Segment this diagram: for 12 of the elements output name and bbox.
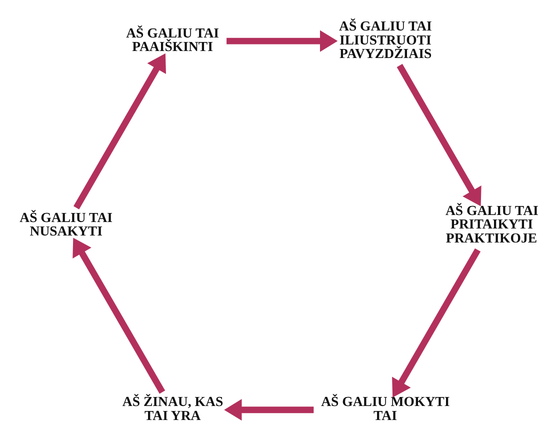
arrow [224, 398, 314, 420]
arrow [226, 30, 338, 52]
node-text: AŠ GALIU MOKYTI TAI [321, 394, 450, 422]
arrow [392, 248, 481, 398]
arrow [74, 52, 166, 209]
node-text: AŠ GALIU TAI NUSAKYTI [20, 209, 113, 238]
node-text: AŠ ŽINAU, KAS TAI YRA [122, 394, 224, 422]
node-text: AŠ GALIU TAI PRITAIKYTI PRAKTIKOJE [445, 202, 538, 245]
arrow [396, 63, 482, 206]
node-text: AŠ GALIU TAI PAAIŠKINTI [126, 24, 220, 54]
arrow [72, 237, 166, 394]
node-text: AŠ GALIU TAI ILIUSTRUOTI PAVYZDŽIAIS [339, 18, 432, 61]
